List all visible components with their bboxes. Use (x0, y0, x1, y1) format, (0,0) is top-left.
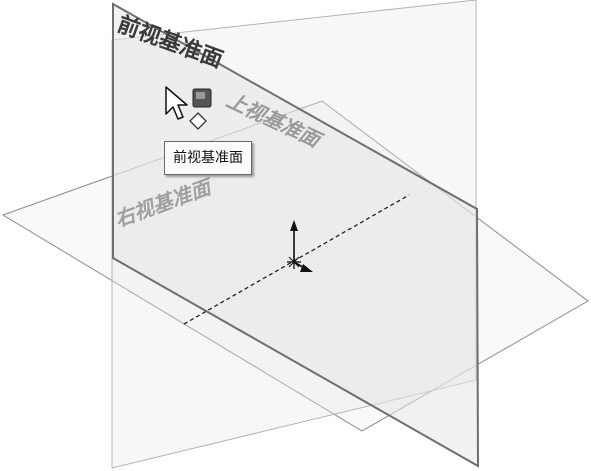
plane-marker-icon (189, 112, 207, 130)
origin-icon (287, 220, 313, 272)
plane-tooltip: 前视基准面 (164, 141, 252, 175)
cursor-icon (165, 86, 188, 120)
plane-handle-icon[interactable] (192, 88, 212, 108)
tooltip-text: 前视基准面 (173, 150, 243, 166)
